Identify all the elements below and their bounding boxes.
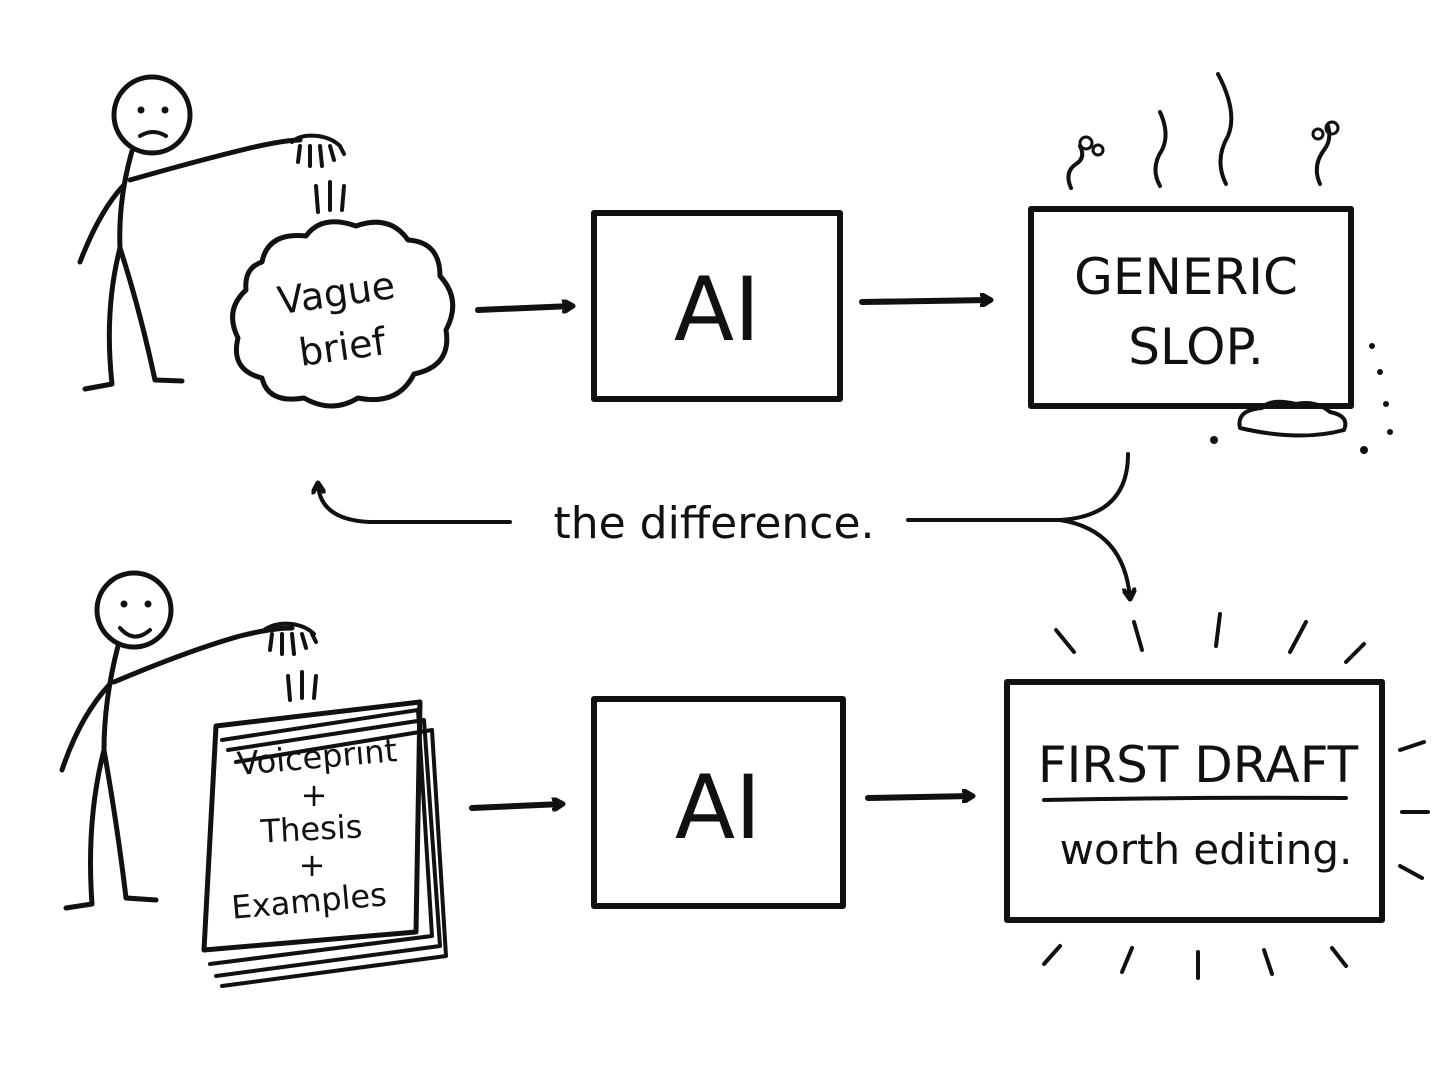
vague-brief-cloud: Vague brief — [230, 219, 456, 409]
happy-stick-figure — [59, 570, 295, 911]
arrow-to-first-draft — [1058, 518, 1130, 598]
spill-puddle-icon — [1237, 399, 1348, 438]
ai-label-top: AI — [674, 258, 760, 361]
arrow-ai-to-draft — [865, 796, 972, 798]
difference-label: the difference. — [553, 498, 874, 549]
generic-slop-box: GENERIC SLOP. — [1028, 72, 1393, 454]
stack-line2: Thesis — [259, 807, 364, 850]
fly-icon — [1324, 120, 1340, 136]
ai-box-top: AI — [591, 210, 843, 402]
arrow-to-brief — [318, 484, 512, 524]
fly-icon — [1091, 143, 1105, 157]
radiance-lines-icon — [1042, 612, 1430, 980]
spill-drop-icon — [1360, 446, 1368, 454]
spill-drop-icon — [1383, 401, 1389, 407]
arrow-ai-to-slop — [859, 300, 990, 302]
stack-plus1: + — [301, 776, 328, 814]
fly-icon — [1078, 135, 1094, 151]
fly-icon — [1311, 127, 1325, 141]
spill-drop-icon — [1210, 436, 1218, 444]
spill-drop-icon — [1369, 343, 1375, 349]
falling-lines-icon — [314, 180, 346, 214]
slop-label-line1: GENERIC — [1074, 248, 1298, 306]
cloud-label-line2: brief — [296, 319, 390, 375]
slop-label-line2: SLOP. — [1128, 318, 1263, 376]
draft-subtitle: worth editing. — [1060, 825, 1353, 874]
dropping-hand-icon — [290, 133, 346, 214]
stink-line-icon — [1216, 72, 1234, 186]
spill-drop-icon — [1387, 429, 1393, 435]
ai-box-bottom: AI — [591, 696, 846, 909]
dropping-hand-icon — [262, 621, 318, 702]
ai-label-bottom: AI — [675, 756, 761, 859]
sad-stick-figure — [77, 74, 303, 392]
paper-stack: Voiceprint + Thesis + Examples — [201, 699, 448, 988]
spill-drop-icon — [1377, 369, 1383, 375]
stack-line3: Examples — [230, 875, 388, 926]
title-underline — [1042, 795, 1348, 802]
draft-title: FIRST DRAFT — [1038, 736, 1359, 794]
stink-line-icon — [1066, 144, 1085, 190]
falling-lines-icon — [286, 670, 318, 702]
arrow-stack-to-ai — [469, 804, 562, 808]
arrow-brief-to-ai — [475, 306, 572, 310]
first-draft-box: FIRST DRAFT worth editing. — [1004, 612, 1430, 980]
difference-connector: the difference. — [318, 452, 1130, 598]
cloud-label-line1: Vague — [275, 263, 398, 323]
stink-line-icon — [1153, 110, 1168, 188]
stack-plus2: + — [299, 846, 326, 884]
